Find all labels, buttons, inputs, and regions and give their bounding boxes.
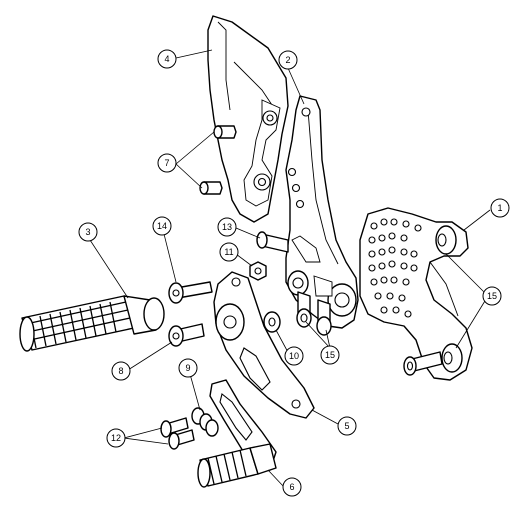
shift-lever xyxy=(213,271,315,419)
svg-text:2: 2 xyxy=(285,55,290,65)
mounting-plate-holes xyxy=(368,218,422,318)
pivot-bolt xyxy=(256,231,289,253)
footpeg-shaft-bolt xyxy=(168,281,213,304)
callout-15-bracket: 15 xyxy=(320,345,340,365)
svg-text:10: 10 xyxy=(289,351,299,361)
callout-9: 9 xyxy=(178,358,198,378)
callout-1: 1 xyxy=(490,198,510,218)
peg-pivot-bolt xyxy=(168,323,205,347)
callout-4: 4 xyxy=(157,49,177,69)
callout-8: 8 xyxy=(111,361,131,381)
svg-text:9: 9 xyxy=(185,363,190,373)
svg-text:11: 11 xyxy=(224,247,233,257)
callout-2: 2 xyxy=(278,50,298,70)
linkage-washers xyxy=(191,407,219,437)
callout-7: 7 xyxy=(157,153,177,173)
callout-11: 11 xyxy=(219,242,239,262)
callout-5: 5 xyxy=(337,416,357,436)
svg-text:5: 5 xyxy=(344,421,349,431)
plate-mount-bolt xyxy=(403,351,443,376)
svg-text:12: 12 xyxy=(111,433,121,443)
callout-12: 12 xyxy=(106,428,126,448)
bracket-mount-bolts xyxy=(296,291,332,336)
pedal-screws xyxy=(160,417,195,450)
svg-text:15: 15 xyxy=(325,350,335,360)
callout-3: 3 xyxy=(78,222,98,242)
svg-text:3: 3 xyxy=(85,227,90,237)
svg-text:13: 13 xyxy=(222,222,232,232)
svg-text:15: 15 xyxy=(487,291,497,301)
heel-guard-screws xyxy=(199,125,237,195)
footpeg xyxy=(19,295,165,352)
callout-14: 14 xyxy=(152,216,172,236)
footrest-bracket xyxy=(285,95,359,329)
svg-text:7: 7 xyxy=(164,158,169,168)
callout-10: 10 xyxy=(284,346,304,366)
heel-guard-plate xyxy=(207,15,289,223)
callout-13: 13 xyxy=(217,217,237,237)
svg-text:8: 8 xyxy=(118,366,123,376)
leader-lines xyxy=(89,49,491,488)
shift-pedal xyxy=(197,379,277,488)
svg-text:4: 4 xyxy=(164,54,169,64)
svg-text:1: 1 xyxy=(497,203,502,213)
callout-6: 6 xyxy=(282,477,302,497)
washer xyxy=(263,311,281,333)
lock-nut xyxy=(249,261,267,281)
svg-text:14: 14 xyxy=(157,221,167,231)
svg-text:6: 6 xyxy=(289,482,294,492)
rider-mounting-plate xyxy=(359,207,473,381)
callout-15-plate: 15 xyxy=(482,286,502,306)
